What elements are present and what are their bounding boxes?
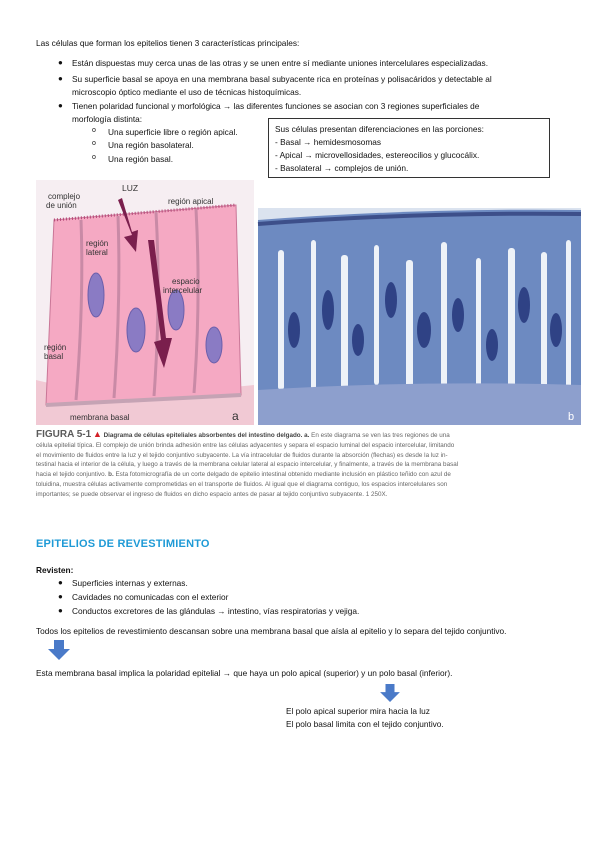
revisten-item-1: Superficies internas y externas. bbox=[72, 578, 188, 588]
differentiation-box: Sus células presentan diferenciaciones e… bbox=[268, 118, 550, 178]
sub-bullet-1: Una superficie libre o región apical. bbox=[108, 127, 238, 137]
bullet-2-cont: microscopio óptico mediante el uso de té… bbox=[72, 87, 302, 97]
label-b: b bbox=[568, 411, 574, 423]
revisten-item-2: Cavidades no comunicadas con el exterior bbox=[72, 592, 229, 602]
sub-bullet-2: Una región basolateral. bbox=[108, 140, 194, 150]
label-intercelular: intercelular bbox=[163, 286, 202, 295]
caption-line-0: En este diagrama se ven las tres regione… bbox=[311, 432, 450, 439]
caption-line-7: importantes; se puede observar el ingres… bbox=[36, 490, 388, 498]
label-region-apical: región apical bbox=[168, 197, 214, 206]
paragraph-4: El polo basal limita con el tejido conju… bbox=[286, 719, 444, 729]
bullet-dot: ● bbox=[58, 58, 63, 67]
bullet-1: Están dispuestas muy cerca unas de las o… bbox=[72, 58, 488, 68]
label-basal: basal bbox=[44, 352, 63, 361]
label-lateral: lateral bbox=[86, 248, 108, 257]
down-arrow-icon bbox=[380, 684, 400, 702]
bullet-2: Su superficie basal se apoya en una memb… bbox=[72, 74, 492, 84]
box-line-2: - Basal → hemidesmosomas bbox=[275, 137, 382, 147]
section-title: EPITELIOS DE REVESTIMIENTO bbox=[36, 538, 210, 550]
bullet-dot: ● bbox=[58, 592, 63, 601]
paragraph-1: Todos los epitelios de revestimiento des… bbox=[36, 626, 507, 636]
caption-line-5: Esta fotomicrografía de un corte delgado… bbox=[115, 471, 451, 479]
label-de-union: de unión bbox=[46, 201, 77, 210]
figure-caption: FIGURA 5-1 ▲ Diagrama de células epiteli… bbox=[36, 429, 581, 500]
revisten-item-3: Conductos excretores de las glándulas → … bbox=[72, 606, 360, 616]
caption-b-marker: b. bbox=[108, 471, 114, 479]
caption-title: FIGURA 5-1 bbox=[36, 429, 92, 440]
revisten-label: Revisten: bbox=[36, 565, 74, 575]
sub-bullet-circle: o bbox=[92, 127, 96, 134]
bullet-dot: ● bbox=[58, 101, 63, 110]
bullet-3: Tienen polaridad funcional y morfológica… bbox=[72, 101, 480, 111]
micrograph: b bbox=[257, 208, 581, 425]
bullet-dot: ● bbox=[58, 606, 63, 615]
red-triangle-icon: ▲ bbox=[92, 429, 102, 439]
down-arrow-icon bbox=[48, 640, 70, 660]
caption-line-2: el movimiento de fluidos entre la luz y … bbox=[36, 451, 448, 459]
caption-line-6: toluidina, muestra células activamente c… bbox=[36, 480, 448, 488]
bullet-dot: ● bbox=[58, 578, 63, 587]
bullet-dot: ● bbox=[58, 74, 63, 83]
caption-title-rest: Diagrama de células epiteliales absorben… bbox=[103, 432, 310, 439]
caption-line-1: célula epitelial típica. El complejo de … bbox=[36, 441, 455, 449]
epithelial-diagram: complejo de unión LUZ región apical regi… bbox=[36, 180, 254, 425]
caption-line-4: hacia el tejido conjuntivo. bbox=[36, 471, 107, 479]
bullet-3-cont: morfología distinta: bbox=[72, 114, 143, 124]
box-line-3: - Apical → microvellosidades, estereocil… bbox=[275, 150, 480, 160]
label-membrana-basal: membrana basal bbox=[70, 413, 130, 422]
intro-text: Las células que forman los epitelios tie… bbox=[36, 38, 300, 48]
label-luz: LUZ bbox=[122, 183, 138, 193]
paragraph-3: El polo apical superior mira hacia la lu… bbox=[286, 706, 430, 716]
box-line-4: - Basolateral → complejos de unión. bbox=[275, 163, 409, 173]
sub-bullet-3: Una región basal. bbox=[108, 154, 174, 164]
label-a: a bbox=[232, 409, 239, 423]
label-region-basal: región bbox=[44, 343, 66, 352]
epithelial-figure: complejo de unión LUZ región apical regi… bbox=[36, 180, 581, 425]
sub-bullet-circle: o bbox=[92, 140, 96, 147]
paragraph-2: Esta membrana basal implica la polaridad… bbox=[36, 668, 453, 678]
sub-bullet-circle: o bbox=[92, 154, 96, 161]
box-line-1: Sus células presentan diferenciaciones e… bbox=[275, 124, 484, 134]
label-espacio: espacio bbox=[172, 277, 200, 286]
label-complejo: complejo bbox=[48, 192, 81, 201]
label-region: región bbox=[86, 239, 108, 248]
caption-line-3: testinal hacia el interior de la célula,… bbox=[36, 461, 459, 469]
